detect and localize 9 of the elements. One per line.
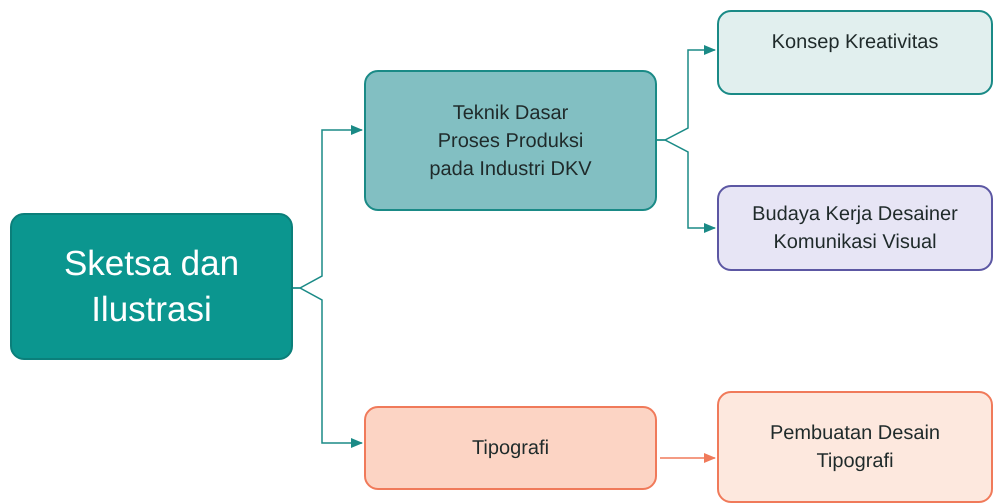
topic-box: Pembuatan Desain Tipografi — [717, 391, 993, 503]
connector-arrow — [660, 453, 716, 463]
topic-box: Tipografi — [364, 406, 657, 490]
connector-arrow — [657, 139, 716, 233]
topic-box: Budaya Kerja Desainer Komunikasi Visual — [717, 185, 993, 271]
topic-box: Sketsa dan Ilustrasi — [10, 213, 293, 360]
connector-arrow — [293, 287, 363, 448]
topic-box: Konsep Kreativitas — [717, 10, 993, 95]
topic-box: Teknik Dasar Proses Produksi pada Industri DKV — [364, 70, 657, 211]
